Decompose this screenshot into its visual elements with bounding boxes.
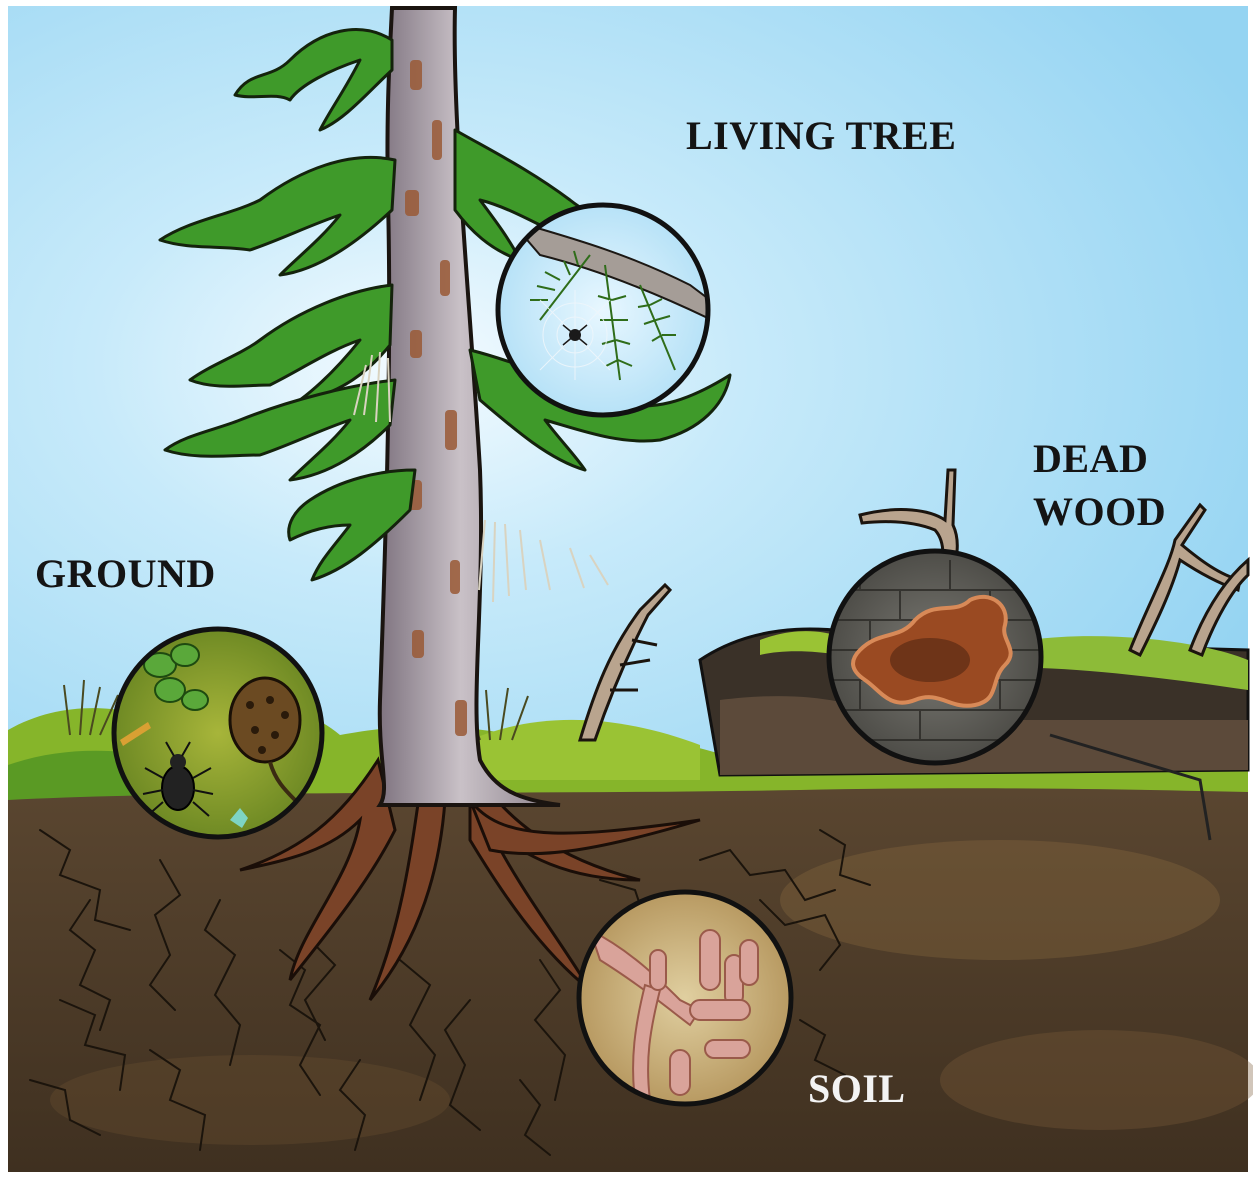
ground-beetle-inset (114, 629, 322, 837)
dead-wood-label: DEAD WOOD (1033, 433, 1166, 539)
branch-spider-inset (498, 205, 712, 415)
soil-hyphae-inset (579, 892, 791, 1104)
living-tree-label: LIVING TREE (686, 110, 956, 163)
ground-label: GROUND (35, 548, 216, 601)
soil-label: SOIL (808, 1063, 906, 1116)
dead-wood-fungus-inset (829, 551, 1041, 763)
